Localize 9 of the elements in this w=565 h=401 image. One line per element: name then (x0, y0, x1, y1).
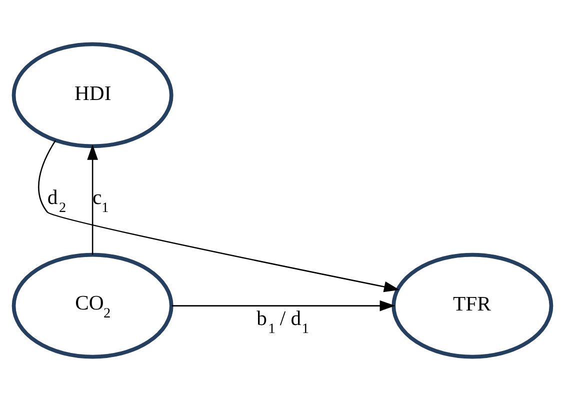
edge-label: c$_{1}$ (92, 187, 109, 216)
node-ellipse: TFR (392, 252, 554, 359)
node-ellipse: CO$_{2}$ (12, 252, 174, 359)
node-ellipse: HDI (12, 42, 174, 148)
arrow (38, 140, 400, 292)
edge-label: b$_{1}$ / d$_{1}$ (256, 308, 309, 337)
edge-label: d$_{2}$ (47, 187, 66, 216)
arrow (172, 300, 396, 312)
arrow (87, 144, 98, 255)
